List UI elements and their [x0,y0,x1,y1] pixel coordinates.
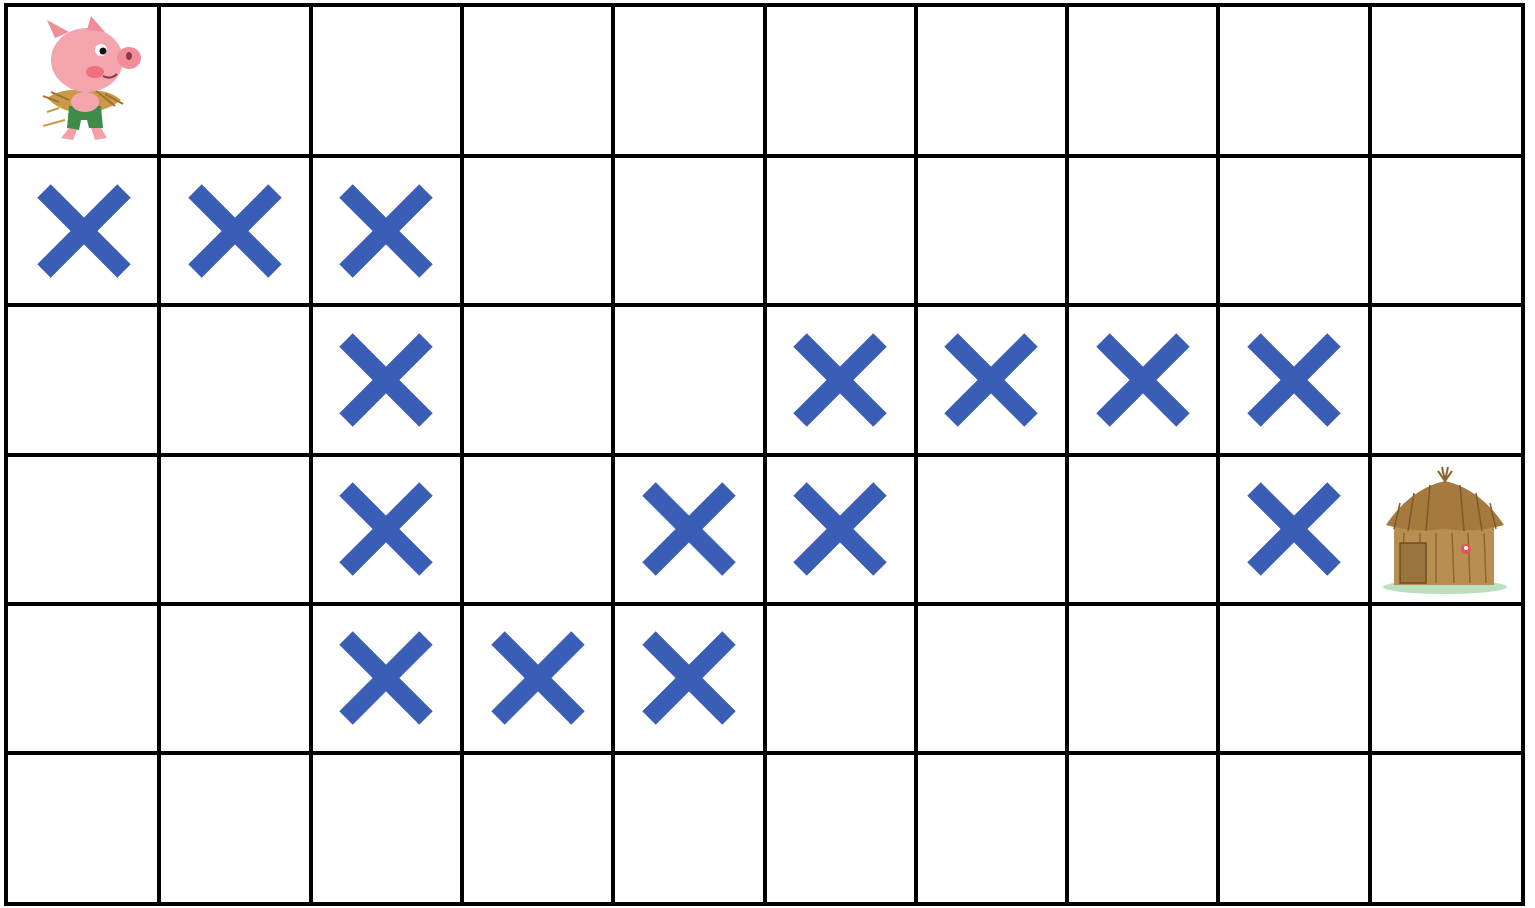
board-cell[interactable] [765,7,916,156]
board-cell[interactable] [1218,604,1369,753]
board-cell[interactable] [916,7,1067,156]
board-cell-cross[interactable] [159,156,310,305]
board-cell[interactable] [159,305,310,454]
board-cell[interactable] [311,7,462,156]
board-cell-cross[interactable] [311,156,462,305]
cross-mark-icon [1095,332,1191,428]
cross-mark-icon [36,183,132,279]
board-cell[interactable] [765,753,916,902]
grid-line-horizontal [8,154,1521,158]
board-cell-house[interactable] [1370,455,1521,604]
board-cell[interactable] [916,156,1067,305]
board-cell[interactable] [1370,156,1521,305]
board-cell[interactable] [462,455,613,604]
board-cell[interactable] [765,604,916,753]
board-cell[interactable] [1067,156,1218,305]
board-cell-cross[interactable] [765,305,916,454]
board-cell-cross[interactable] [1218,455,1369,604]
board-cell[interactable] [1370,604,1521,753]
board-cell[interactable] [8,753,159,902]
cross-mark-icon [792,332,888,428]
cross-mark-icon [792,481,888,577]
pig-icon [25,16,143,148]
cross-mark-icon [187,183,283,279]
board-cell[interactable] [916,604,1067,753]
cross-mark-icon [338,630,434,726]
straw-house-icon [1380,459,1510,599]
board-cell[interactable] [613,156,764,305]
board-cell-cross[interactable] [8,156,159,305]
board-cell[interactable] [916,455,1067,604]
board-cell-cross[interactable] [765,455,916,604]
board-cell-cross[interactable] [311,305,462,454]
game-board [4,3,1525,906]
cross-mark-icon [1246,481,1342,577]
board-cell-cross[interactable] [1218,305,1369,454]
cross-mark-icon [641,481,737,577]
board-cell-cross[interactable] [311,455,462,604]
board-cell-cross[interactable] [916,305,1067,454]
board-cell[interactable] [462,7,613,156]
board-cell[interactable] [765,156,916,305]
grid-line-horizontal [8,303,1521,307]
board-cell[interactable] [1218,753,1369,902]
board-cell[interactable] [1370,305,1521,454]
cross-mark-icon [641,630,737,726]
grid-line-horizontal [8,602,1521,606]
board-cell[interactable] [1218,156,1369,305]
cross-mark-icon [338,481,434,577]
board-cell-cross[interactable] [613,455,764,604]
board-cell[interactable] [1067,7,1218,156]
board-cell[interactable] [159,7,310,156]
board-cell[interactable] [1067,753,1218,902]
grid-line-horizontal [8,751,1521,755]
board-cell[interactable] [916,753,1067,902]
cross-mark-icon [490,630,586,726]
board-cell[interactable] [462,305,613,454]
board-cell[interactable] [462,753,613,902]
board-cell[interactable] [8,604,159,753]
board-cell[interactable] [159,455,310,604]
board-cell[interactable] [311,753,462,902]
board-cell[interactable] [613,305,764,454]
cross-mark-icon [1246,332,1342,428]
board-cell-cross[interactable] [613,604,764,753]
board-cell[interactable] [1370,7,1521,156]
cross-mark-icon [338,332,434,428]
cross-mark-icon [943,332,1039,428]
board-cell[interactable] [1370,753,1521,902]
board-cell[interactable] [613,753,764,902]
board-cell-pig[interactable] [8,7,159,156]
grid-line-horizontal [8,453,1521,457]
board-cell[interactable] [1067,455,1218,604]
board-cell-cross[interactable] [1067,305,1218,454]
board-cell[interactable] [462,156,613,305]
cross-mark-icon [338,183,434,279]
board-cell-cross[interactable] [462,604,613,753]
board-cell-cross[interactable] [311,604,462,753]
board-cell[interactable] [1067,604,1218,753]
board-cell[interactable] [8,455,159,604]
board-cell[interactable] [1218,7,1369,156]
board-cell[interactable] [159,753,310,902]
board-cell[interactable] [159,604,310,753]
board-cell[interactable] [8,305,159,454]
board-cell[interactable] [613,7,764,156]
